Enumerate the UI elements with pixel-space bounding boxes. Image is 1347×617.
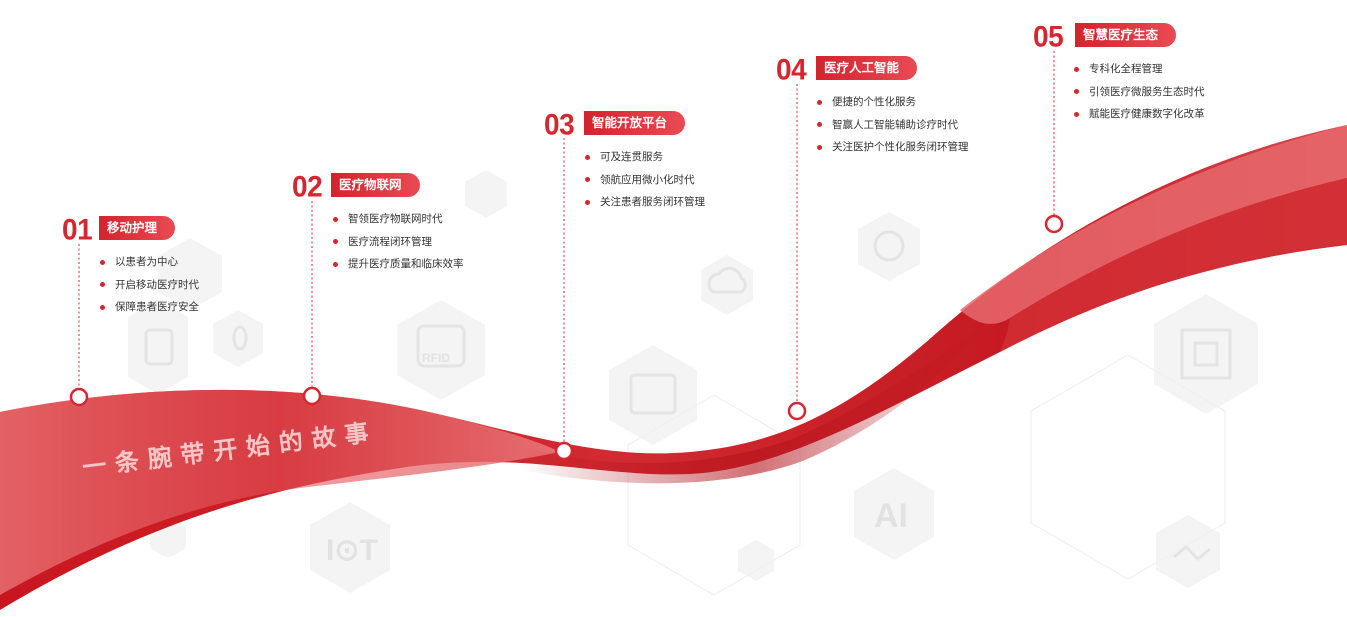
ribbon-fold-right	[1000, 178, 1347, 352]
step-title: 智能开放平台	[584, 111, 686, 135]
node-01	[69, 387, 89, 407]
step-number: 01	[62, 213, 93, 246]
list-item: 引领医疗微服务生态时代	[1074, 81, 1205, 104]
brain-icon	[873, 230, 905, 262]
list-item: 关注患者服务闭环管理	[585, 191, 705, 214]
watermark-icon-labels: RFID I⊙T AI	[326, 351, 908, 567]
node-03	[554, 441, 574, 461]
list-item: 智领医疗物联网时代	[333, 208, 464, 231]
step-items: 便捷的个性化服务 智赢人工智能辅助诊疗时代 关注医护个性化服务闭环管理	[817, 91, 969, 159]
hex-watermark	[1154, 294, 1258, 414]
watermark-icons	[144, 230, 1232, 562]
step-number: 03	[544, 108, 575, 141]
list-item: 关注医护个性化服务闭环管理	[817, 136, 969, 159]
list-item: 智赢人工智能辅助诊疗时代	[817, 114, 969, 137]
list-item: 可及连贯服务	[585, 146, 705, 169]
hex-watermark	[609, 345, 697, 445]
mobile-device-icon	[144, 328, 174, 366]
step-number: 05	[1033, 20, 1064, 53]
node-04	[787, 401, 807, 421]
rfid-watermark-label: RFID	[422, 351, 450, 365]
step-items: 以患者为中心 开启移动医疗时代 保障患者医疗安全	[100, 251, 199, 319]
hex-watermark	[213, 310, 263, 367]
hex-watermark	[465, 170, 507, 218]
iot-watermark-label: I⊙T	[326, 534, 378, 567]
step-number: 02	[292, 170, 323, 203]
step-items: 专科化全程管理 引领医疗微服务生态时代 赋能医疗健康数字化改革	[1074, 58, 1205, 126]
hex-watermark	[397, 300, 485, 400]
hex-watermark	[854, 468, 934, 560]
hex-watermark	[738, 540, 774, 581]
step-number: 04	[776, 53, 807, 86]
hexagon-watermarks	[128, 170, 1258, 593]
step-title: 移动护理	[99, 216, 176, 240]
list-item: 保障患者医疗安全	[100, 296, 199, 319]
list-item: 开启移动医疗时代	[100, 274, 199, 297]
hex-watermark	[128, 300, 188, 394]
ribbon	[0, 125, 1347, 610]
list-item: 领航应用微小化时代	[585, 169, 705, 192]
milestone-connectors	[78, 51, 1055, 443]
ribbon-highlight-left	[0, 389, 560, 595]
step-title: 医疗人工智能	[816, 56, 918, 80]
hex-watermark	[158, 238, 222, 310]
hex-watermark	[701, 255, 753, 315]
step-title: 医疗物联网	[331, 173, 420, 197]
cube-network-icon	[1180, 328, 1232, 380]
ribbon-shade-middle	[520, 320, 990, 484]
list-item: 医疗流程闭环管理	[333, 231, 464, 254]
list-item: 专科化全程管理	[1074, 58, 1205, 81]
milestone-nodes	[69, 214, 1064, 461]
nodes-icon	[1173, 544, 1211, 562]
step-title: 智慧医疗生态	[1075, 23, 1177, 47]
list-item: 提升医疗质量和临床效率	[333, 253, 464, 276]
ai-watermark-label: AI	[874, 497, 908, 535]
cloud-icon	[707, 266, 747, 294]
hex-watermark	[1156, 515, 1220, 588]
step-items: 可及连贯服务 领航应用微小化时代 关注患者服务闭环管理	[585, 146, 705, 214]
hex-watermark	[858, 212, 920, 281]
node-05	[1044, 214, 1064, 234]
ring-icon	[232, 325, 248, 351]
screen-icon	[629, 373, 677, 415]
list-item: 赋能医疗健康数字化改革	[1074, 103, 1205, 126]
list-item: 以患者为中心	[100, 251, 199, 274]
rfid-card-icon	[416, 324, 466, 368]
step-items: 智领医疗物联网时代 医疗流程闭环管理 提升医疗质量和临床效率	[333, 208, 464, 276]
hex-watermark	[310, 502, 390, 593]
node-02	[302, 386, 322, 406]
ribbon-highlight-right	[960, 125, 1347, 324]
list-item: 便捷的个性化服务	[817, 91, 969, 114]
